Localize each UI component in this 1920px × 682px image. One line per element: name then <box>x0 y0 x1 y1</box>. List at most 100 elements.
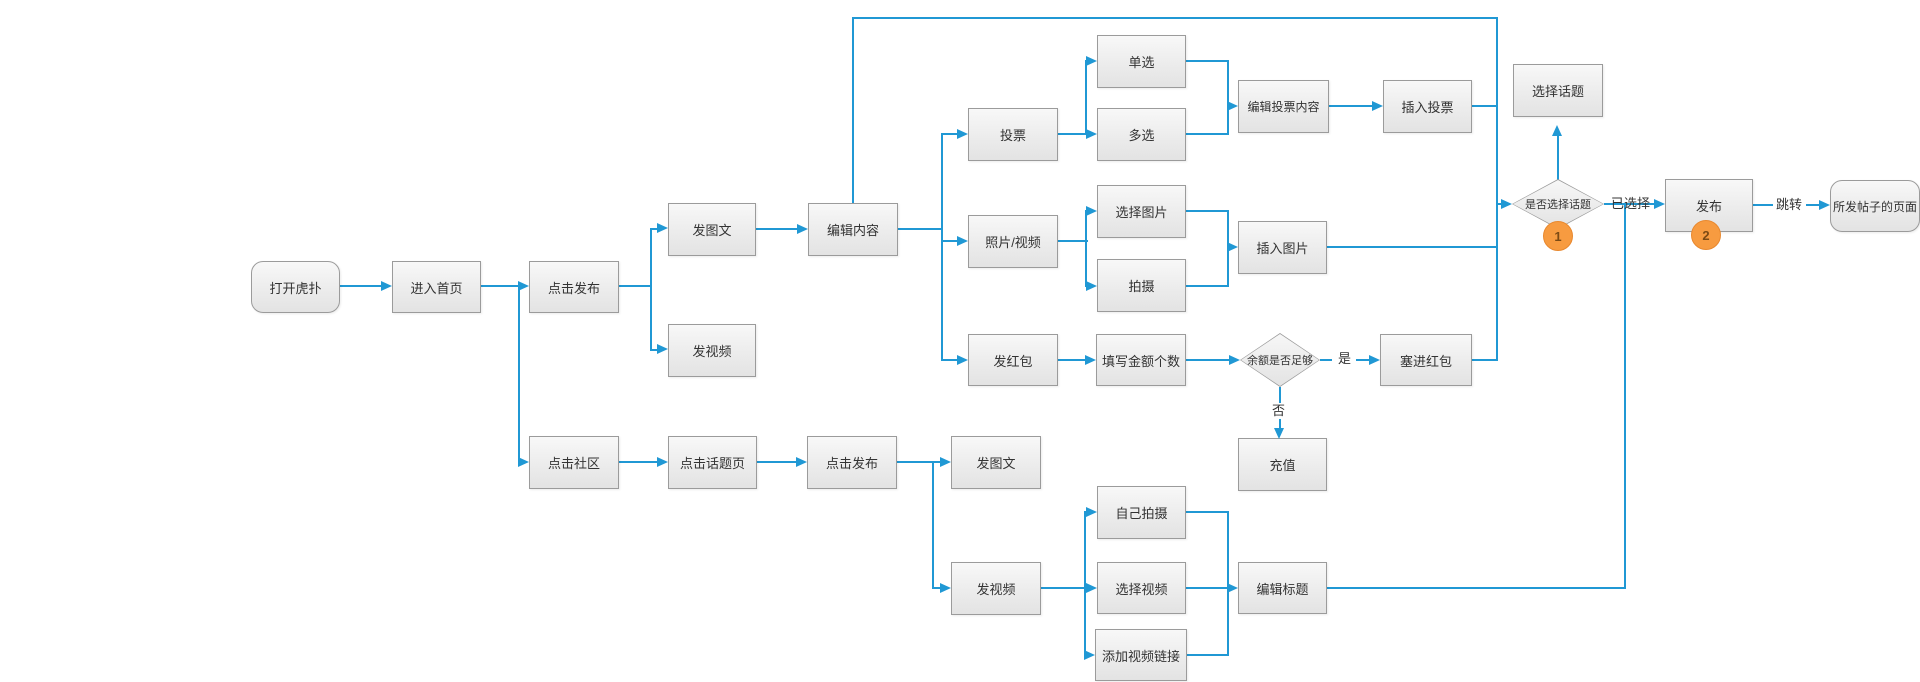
connector <box>518 285 520 463</box>
node-edit-title[interactable]: 编辑标题 <box>1238 562 1327 614</box>
node-label: 点击话题页 <box>679 456 745 471</box>
connector <box>1612 203 1656 205</box>
connector <box>1085 60 1087 135</box>
edge-label-jump: 跳转 <box>1776 197 1803 212</box>
arrowhead <box>940 583 951 593</box>
connector <box>650 228 660 230</box>
arrowhead <box>796 457 807 467</box>
node-click-publish-2[interactable]: 点击发布 <box>807 436 897 489</box>
node-label: 照片/视频 <box>985 235 1041 250</box>
node-post-text-2[interactable]: 发图文 <box>951 436 1041 489</box>
connector <box>1320 359 1332 361</box>
arrowhead <box>1086 507 1097 517</box>
connector <box>1227 511 1229 589</box>
arrowhead <box>1654 199 1665 209</box>
connector <box>1753 204 1773 206</box>
node-label: 添加视频链接 <box>1101 648 1180 664</box>
connector <box>1041 587 1086 589</box>
connector <box>898 228 943 230</box>
node-edit-content[interactable]: 编辑内容 <box>808 203 898 256</box>
connector <box>1472 105 1498 107</box>
node-self-shoot[interactable]: 自己拍摄 <box>1097 486 1186 539</box>
arrowhead <box>1552 125 1562 136</box>
connector <box>1279 387 1281 403</box>
connector <box>1279 419 1281 429</box>
node-click-community[interactable]: 点击社区 <box>529 436 619 489</box>
connector <box>941 133 958 135</box>
connector <box>1557 135 1559 180</box>
node-label: 发布 <box>1695 199 1722 214</box>
connector <box>1186 511 1229 513</box>
edge-label-no: 否 <box>1272 403 1286 418</box>
node-label: 发视频 <box>692 344 732 359</box>
node-add-video-link[interactable]: 添加视频链接 <box>1095 629 1187 681</box>
node-red-packet[interactable]: 发红包 <box>968 334 1058 386</box>
arrowhead <box>1085 355 1096 365</box>
connector <box>941 240 958 242</box>
node-vote[interactable]: 投票 <box>968 108 1058 161</box>
node-label: 点击发布 <box>825 456 878 471</box>
node-click-topic-page[interactable]: 点击话题页 <box>668 436 757 489</box>
node-post-video[interactable]: 发视频 <box>668 324 756 377</box>
node-insert-image[interactable]: 插入图片 <box>1238 221 1327 274</box>
arrowhead <box>1086 56 1097 66</box>
node-post-text[interactable]: 发图文 <box>668 203 756 256</box>
node-stuff-red-packet[interactable]: 塞进红包 <box>1380 334 1472 386</box>
arrowhead <box>1274 428 1284 439</box>
node-single-choice[interactable]: 单选 <box>1097 35 1186 88</box>
arrowhead <box>657 344 668 354</box>
node-label: 进入首页 <box>410 280 463 296</box>
connector <box>619 461 659 463</box>
node-choose-image[interactable]: 选择图片 <box>1097 185 1186 238</box>
node-post-page[interactable]: 所发帖子的页面 <box>1830 180 1920 232</box>
node-enter-home[interactable]: 进入首页 <box>392 261 481 313</box>
node-shoot[interactable]: 拍摄 <box>1097 259 1186 312</box>
node-label: 充值 <box>1269 458 1296 473</box>
node-label: 插入图片 <box>1256 241 1309 256</box>
connector <box>1496 203 1504 205</box>
connector <box>757 461 797 463</box>
connector <box>1186 359 1230 361</box>
arrowhead <box>1819 200 1830 210</box>
connector <box>1084 511 1086 656</box>
node-label: 点击社区 <box>547 456 600 471</box>
node-label: 编辑投票内容 <box>1247 100 1320 114</box>
connector <box>1186 587 1229 589</box>
connector <box>1085 210 1087 287</box>
node-topic-check[interactable]: 是否选择话题 <box>1512 179 1604 229</box>
node-choose-video[interactable]: 选择视频 <box>1097 562 1186 614</box>
connector <box>650 349 660 351</box>
connector <box>1327 587 1626 589</box>
node-label: 是否选择话题 <box>1525 199 1591 211</box>
connector <box>1227 60 1229 108</box>
node-fill-amount[interactable]: 填写金额个数 <box>1096 334 1186 386</box>
node-balance-check[interactable]: 余额是否足够 <box>1240 333 1320 387</box>
arrowhead <box>1227 101 1238 111</box>
node-label: 编辑标题 <box>1256 581 1309 597</box>
connector <box>1227 210 1229 248</box>
node-choose-topic[interactable]: 选择话题 <box>1513 64 1603 117</box>
connector <box>1186 133 1229 135</box>
node-label: 打开虎扑 <box>269 280 322 296</box>
connector <box>1058 359 1087 361</box>
arrowhead <box>518 281 529 291</box>
arrowhead <box>1086 206 1097 216</box>
connector <box>650 228 652 351</box>
arrowhead <box>657 223 668 233</box>
node-recharge[interactable]: 充值 <box>1238 438 1327 491</box>
node-label: 填写金额个数 <box>1101 353 1180 369</box>
node-open-hupu[interactable]: 打开虎扑 <box>251 261 340 313</box>
node-photo-video[interactable]: 照片/视频 <box>968 215 1058 268</box>
arrowhead <box>1229 355 1240 365</box>
arrowhead <box>1084 650 1095 660</box>
node-edit-vote-content[interactable]: 编辑投票内容 <box>1238 80 1329 133</box>
connector <box>932 461 934 589</box>
connector <box>1227 587 1229 656</box>
node-insert-vote[interactable]: 插入投票 <box>1383 80 1472 133</box>
node-multi-choice[interactable]: 多选 <box>1097 108 1186 161</box>
node-click-publish[interactable]: 点击发布 <box>529 261 619 313</box>
node-post-video-2[interactable]: 发视频 <box>951 562 1041 615</box>
arrowhead <box>1501 199 1512 209</box>
connector <box>1186 60 1229 62</box>
